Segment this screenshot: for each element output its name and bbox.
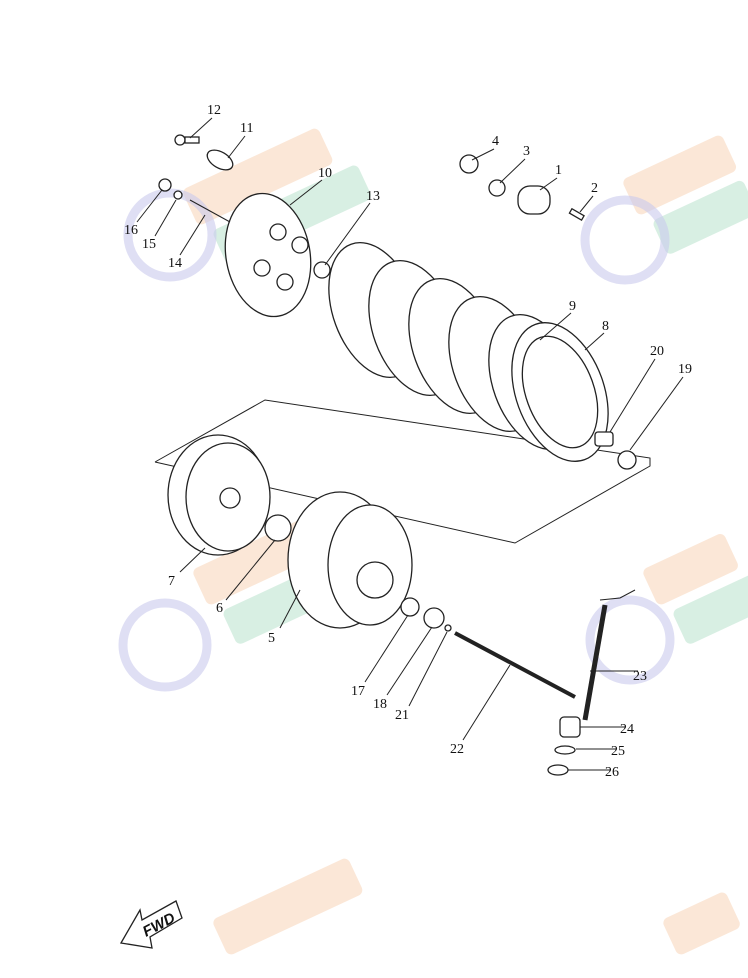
clutch-housing — [287, 491, 413, 629]
push-rod — [454, 631, 576, 699]
label-4: 4 — [492, 134, 499, 149]
washer-17 — [400, 597, 420, 617]
label-15: 15 — [142, 237, 156, 252]
label-3: 3 — [523, 144, 530, 159]
label-9: 9 — [569, 299, 576, 314]
label-8: 8 — [602, 319, 609, 334]
label-16: 16 — [124, 223, 138, 238]
label-2: 2 — [591, 181, 598, 196]
fwd-arrow-icon: FWD — [119, 900, 183, 949]
label-17: 17 — [351, 684, 365, 699]
label-10: 10 — [318, 166, 332, 181]
label-21: 21 — [395, 708, 409, 723]
small-parts — [158, 134, 637, 470]
label-11: 11 — [240, 121, 253, 136]
label-20: 20 — [650, 344, 664, 359]
label-26: 26 — [605, 765, 619, 780]
assembly-boundary — [154, 399, 651, 544]
pressure-plate — [224, 192, 312, 318]
washer-18 — [423, 607, 445, 629]
leader-lines — [136, 117, 684, 771]
label-5: 5 — [268, 631, 275, 646]
label-23: 23 — [633, 669, 647, 684]
label-6: 6 — [216, 601, 223, 616]
label-7: 7 — [168, 574, 175, 589]
label-14: 14 — [168, 256, 182, 271]
clutch-hub — [167, 434, 271, 556]
ball-21 — [444, 624, 452, 632]
push-lever — [582, 589, 636, 721]
label-19: 19 — [678, 362, 692, 377]
spring-washers — [547, 716, 581, 776]
label-24: 24 — [620, 722, 634, 737]
label-25: 25 — [611, 744, 625, 759]
label-22: 22 — [450, 742, 464, 757]
label-18: 18 — [373, 697, 387, 712]
label-1: 1 — [555, 163, 562, 178]
label-12: 12 — [207, 103, 221, 118]
washer-6 — [264, 514, 292, 542]
part-labels: 1 2 3 4 5 6 7 8 9 10 11 12 13 14 15 16 1… — [124, 103, 692, 780]
label-13: 13 — [366, 189, 380, 204]
clutch-plates — [328, 242, 609, 462]
